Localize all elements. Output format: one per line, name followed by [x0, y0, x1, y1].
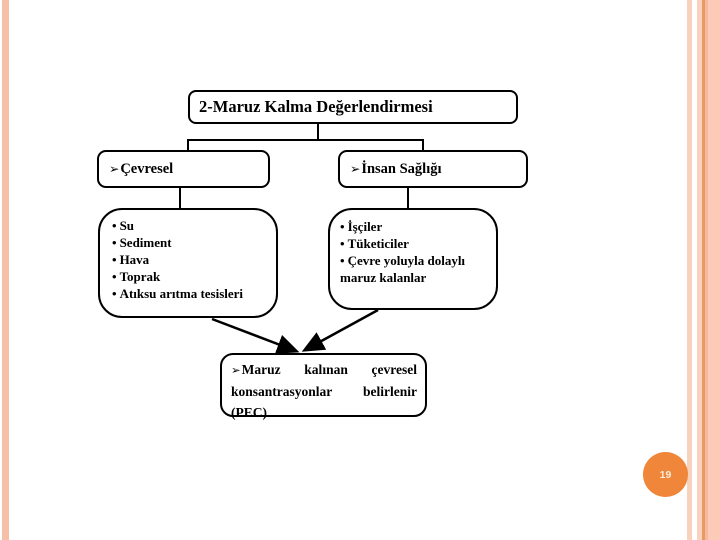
list-item-label: Su: [119, 218, 135, 233]
list-item: •Toprak: [112, 268, 272, 285]
branch-label-human-health: İnsan Sağlığı: [361, 160, 442, 177]
page-number-badge: 19: [643, 452, 688, 497]
right-accent-stripe: [697, 0, 702, 540]
bullet-icon: •: [340, 219, 345, 234]
list-item-label: Hava: [119, 252, 150, 267]
arrow-bullet-icon: ➢: [109, 162, 120, 176]
branch-box-environment: ➢ Çevresel: [97, 150, 270, 188]
outcome-label: Maruz kalınan çevresel konsantrasyonlar …: [231, 362, 417, 420]
list-item: •Hava: [112, 251, 272, 268]
branch-label-environment: Çevresel: [120, 160, 174, 177]
left-accent-stripe: [2, 0, 9, 540]
bullet-icon: •: [340, 236, 345, 251]
human-targets-box: •İşçiler•Tüketiciler•Çevre yoluyla dolay…: [328, 208, 498, 310]
branch-box-human-health: ➢ İnsan Sağlığı: [338, 150, 528, 188]
list-item-label: Tüketiciler: [347, 236, 409, 251]
list-item: •Tüketiciler: [340, 235, 492, 252]
list-item-label: Sediment: [119, 235, 172, 250]
list-item: •Su: [112, 217, 272, 234]
outcome-box: ➢Maruz kalınan çevresel konsantrasyonlar…: [220, 353, 427, 420]
bullet-icon: •: [112, 269, 117, 284]
page-number: 19: [659, 468, 672, 481]
bullet-icon: •: [112, 286, 117, 301]
bullet-icon: •: [112, 252, 117, 267]
list-item: •Çevre yoluyla dolaylı maruz kalanlar: [340, 252, 492, 286]
arrow-bullet-icon: ➢: [350, 162, 361, 176]
right-accent-stripe: [687, 0, 692, 540]
list-item-label: Toprak: [119, 269, 161, 284]
bullet-icon: •: [340, 253, 345, 268]
list-item: •Sediment: [112, 234, 272, 251]
list-item-label: Çevre yoluyla dolaylı maruz kalanlar: [340, 253, 466, 285]
list-item-label: İşçiler: [347, 219, 383, 234]
diagram-title: 2-Maruz Kalma Değerlendirmesi: [199, 97, 433, 116]
right-accent-stripe-orange: [702, 0, 705, 540]
list-item-label: Atıksu arıtma tesisleri: [119, 286, 244, 301]
list-item: •Atıksu arıtma tesisleri: [112, 285, 272, 302]
list-item: •İşçiler: [340, 218, 492, 235]
diagram-title-box: 2-Maruz Kalma Değerlendirmesi: [188, 90, 518, 124]
arrow-bullet-icon: ➢: [231, 363, 241, 377]
right-accent-stripe-wide: [708, 0, 720, 540]
environment-sources-box: •Su•Sediment•Hava•Toprak•Atıksu arıtma t…: [98, 208, 278, 318]
right-accent-stripe: [705, 0, 708, 540]
bullet-icon: •: [112, 218, 117, 233]
bullet-icon: •: [112, 235, 117, 250]
